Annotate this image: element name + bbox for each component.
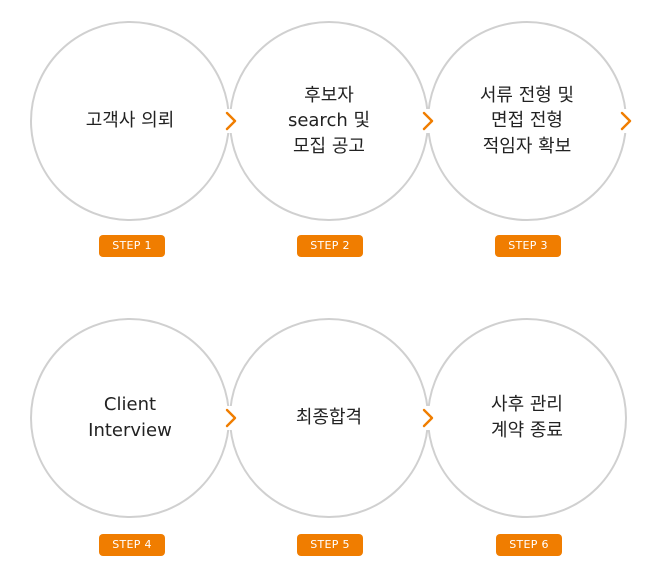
step-badge-4: STEP 4 [99,534,165,556]
step-6-text-line-1: 사후 관리 [491,394,563,416]
step-3-text-line-1: 서류 전형 및 [479,84,575,106]
step-badge-1: STEP 1 [99,235,165,257]
step-2-text-line-2: search 및 [287,110,371,132]
step-2-text-line-1: 후보자 [304,84,354,106]
step-circle-5: 최종합격 [229,318,429,518]
step-circle-6: 사후 관리 계약 종료 [427,318,627,518]
step-badge-2: STEP 2 [297,235,363,257]
chevron-right-icon [617,109,635,133]
step-3-text-line-3: 적임자 확보 [482,135,572,157]
step-3-text-line-2: 면접 전형 [491,110,563,132]
step-circle-2: 후보자 search 및 모집 공고 [229,21,429,221]
step-circle-1: 고객사 의뢰 [30,21,230,221]
chevron-right-icon [419,406,437,430]
step-circle-3: 서류 전형 및 면접 전형 적임자 확보 [427,21,627,221]
chevron-right-icon [222,109,240,133]
step-circle-4: Client Interview [30,318,230,518]
step-badge-3: STEP 3 [495,235,561,257]
step-1-text-line-1: 고객사 의뢰 [85,110,175,132]
step-badge-5: STEP 5 [297,534,363,556]
step-4-text-line-2: Interview [88,420,172,441]
step-6-text-line-2: 계약 종료 [491,420,563,441]
chevron-right-icon [419,109,437,133]
step-4-text-line-1: Client [103,394,157,416]
step-2-text-line-3: 모집 공고 [293,135,365,157]
step-5-text-line-1: 최종합격 [295,407,363,429]
step-badge-6: STEP 6 [496,534,562,556]
chevron-right-icon [222,406,240,430]
